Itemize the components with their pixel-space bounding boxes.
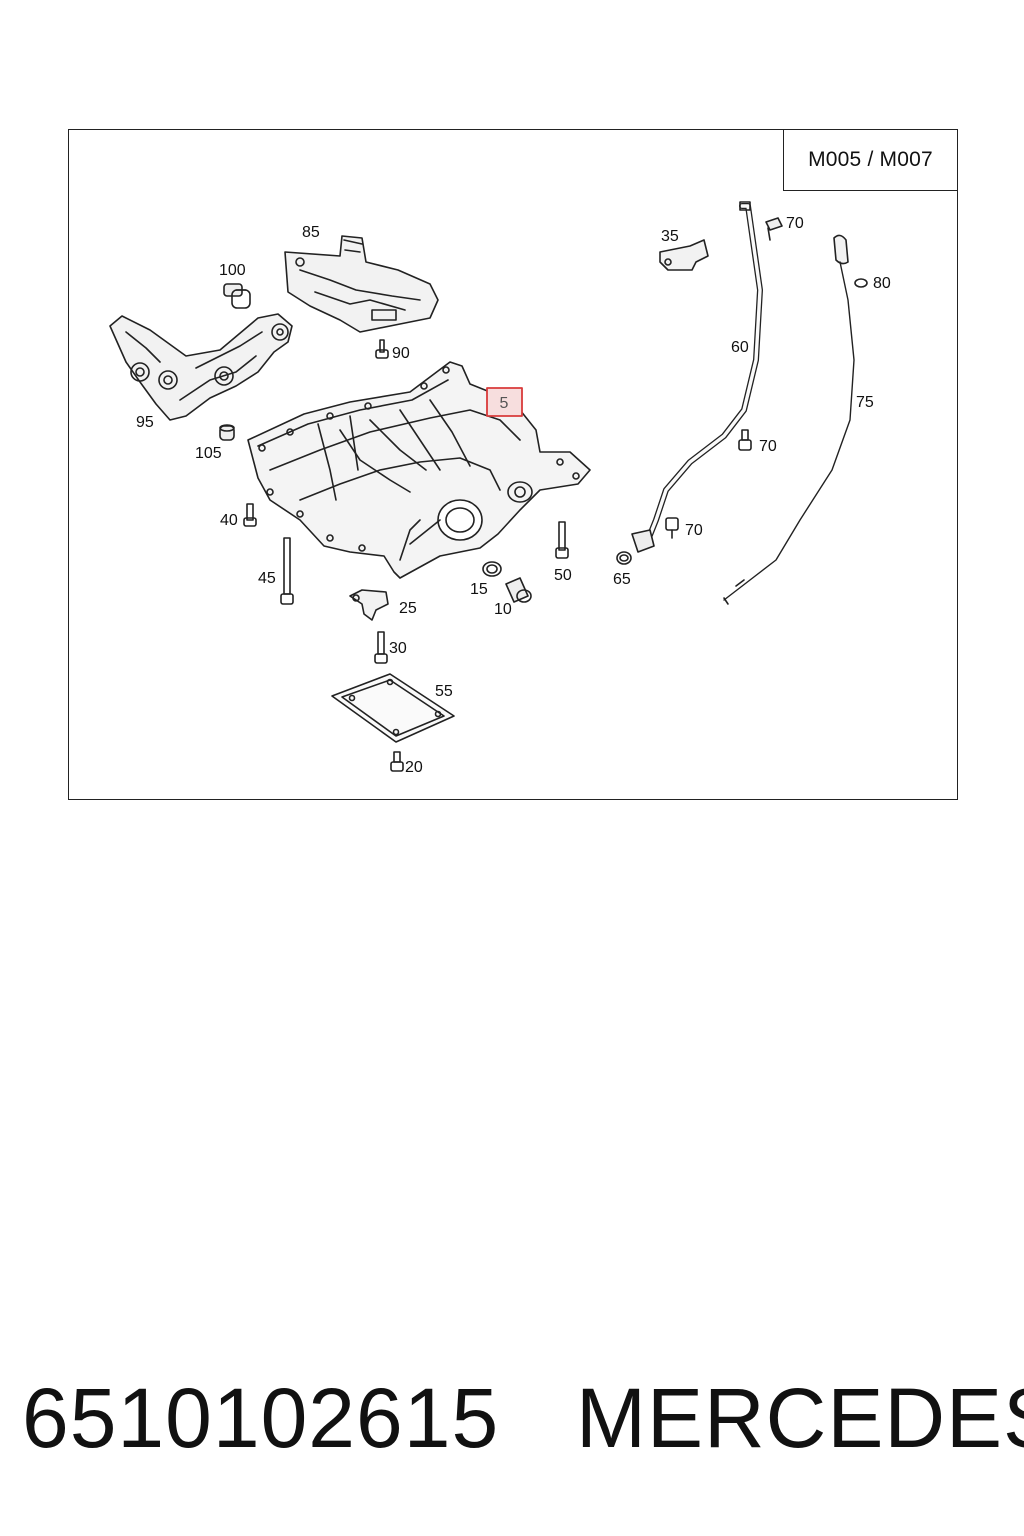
part-55-cover-plate: [331, 673, 455, 743]
callout-30: 30: [389, 640, 407, 657]
callout-75: 75: [856, 394, 874, 411]
part-70-bolt-a: [765, 217, 783, 241]
part-5-oil-pan: [247, 361, 591, 579]
callout-45: 45: [258, 570, 276, 587]
callout-50: 50: [554, 567, 572, 584]
part-35-clip: [659, 239, 709, 271]
part-100-bolt: [223, 283, 251, 309]
callout-65: 65: [613, 571, 631, 588]
callout-90: 90: [392, 345, 410, 362]
callout-105: 105: [195, 445, 222, 462]
part-80-o-ring: [854, 278, 868, 288]
part-95-mount-bracket: [109, 313, 293, 421]
part-number: 6510102615: [22, 1371, 500, 1465]
part-60-guide-tube: [631, 201, 763, 553]
callout-10: 10: [494, 601, 512, 618]
part-65-o-ring: [616, 551, 632, 565]
callout-20: 20: [405, 759, 423, 776]
callout-70-c: 70: [685, 522, 703, 539]
callout-95: 95: [136, 414, 154, 431]
model-code-box: M005 / M007: [783, 129, 958, 191]
callout-70-b: 70: [759, 438, 777, 455]
part-105-sleeve: [219, 424, 235, 441]
footer: 6510102615 MERCEDES: [0, 1368, 1024, 1468]
callout-55: 55: [435, 683, 453, 700]
callout-5-highlight: [486, 387, 523, 417]
callout-25: 25: [399, 600, 417, 617]
callout-15: 15: [470, 581, 488, 598]
callout-85: 85: [302, 224, 320, 241]
part-85-bracket: [284, 235, 439, 333]
callout-70-a: 70: [786, 215, 804, 232]
part-70-bolt-c: [665, 517, 679, 539]
model-code: M005 / M007: [808, 148, 933, 171]
part-90-bolt: [375, 339, 389, 359]
callout-60: 60: [731, 339, 749, 356]
part-10-drain-plug: [505, 577, 532, 603]
exploded-parts-diagram: 5 10 15 20 25 30 35 40 45 50 55 60 65 70…: [109, 201, 891, 776]
brand-name: MERCEDES: [576, 1371, 1024, 1465]
part-40-bolt: [243, 503, 257, 527]
callout-40: 40: [220, 512, 238, 529]
part-70-bolt-b: [738, 429, 752, 451]
callout-5: 5: [500, 395, 509, 412]
callout-80: 80: [873, 275, 891, 292]
part-75-dipstick: [723, 234, 855, 605]
callout-35: 35: [661, 228, 679, 245]
callout-100: 100: [219, 262, 246, 279]
part-20-bolt: [390, 751, 404, 772]
part-50-bolt: [555, 521, 569, 559]
part-45-long-bolt: [280, 537, 294, 605]
part-25-sensor: [349, 589, 389, 621]
part-30-bolt: [374, 631, 388, 664]
part-15-seal-ring: [482, 561, 502, 577]
